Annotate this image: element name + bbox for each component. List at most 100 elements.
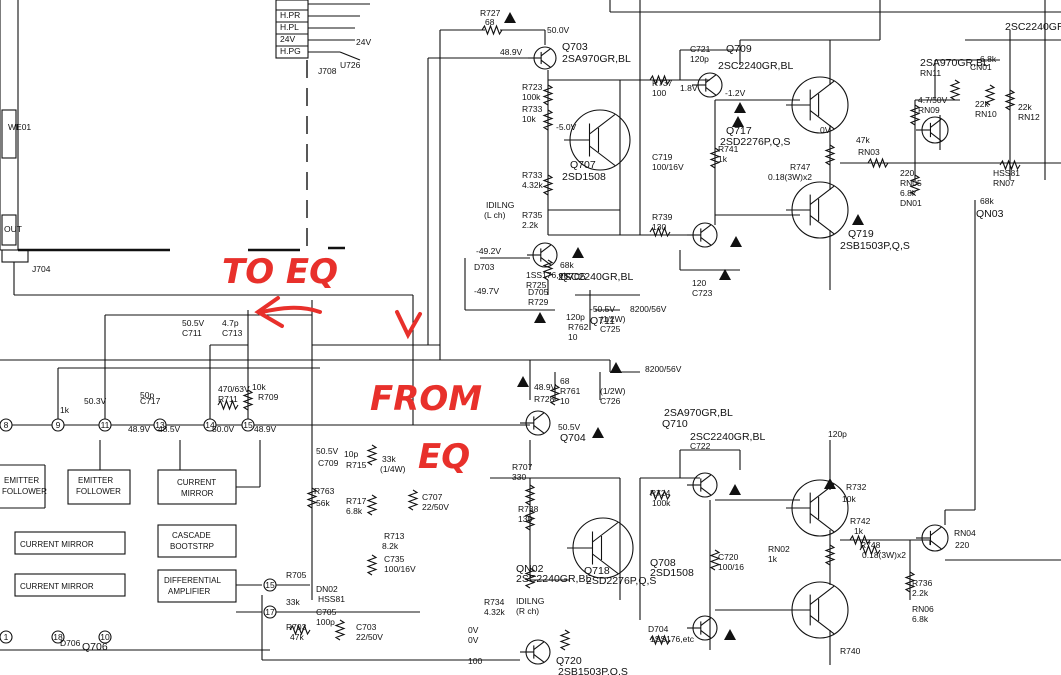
warning-triangle-icon: [734, 102, 746, 113]
label-67: RN11: [920, 68, 941, 78]
resistor-0: [481, 24, 503, 36]
label-150: RN02: [768, 544, 790, 554]
label-0: J708: [318, 66, 337, 76]
transistor-6: [687, 222, 718, 248]
transistor-2: [692, 72, 723, 98]
label-51: Q705: [560, 271, 586, 283]
block-emitter-follower-1-l2: FOLLOWER: [2, 487, 47, 496]
ic-pin-17: 17: [263, 605, 277, 619]
label-179: 1SS176,etc: [650, 634, 695, 644]
warning-triangles: [504, 12, 864, 640]
resistor-24: [524, 484, 536, 506]
warning-triangle-icon: [732, 116, 744, 127]
label-90: C713: [222, 328, 243, 338]
annotation-eq: EQ: [418, 437, 470, 477]
label-98: 50.3V: [84, 396, 107, 406]
svg-text:15: 15: [243, 420, 253, 430]
transistor-12: [786, 581, 849, 639]
label-70: 4.7/50V: [918, 95, 948, 105]
label-35: 0.18(3W)x2: [768, 172, 812, 182]
connector-pin-3: H.PG: [280, 46, 301, 56]
label-164: RN06: [912, 604, 934, 614]
resistor-34: [334, 619, 346, 641]
label-102: 48.9V: [254, 424, 277, 434]
label-141: 10k: [842, 494, 856, 504]
label-18: Q709: [726, 43, 752, 55]
label-173: 47k: [290, 632, 304, 642]
resistor-3: [542, 174, 554, 196]
label-103: 48.9V: [534, 382, 557, 392]
label-32: R741: [718, 144, 739, 154]
label-49: R725: [526, 280, 547, 290]
resistor-18: [366, 444, 378, 466]
label-133: 100/16V: [384, 564, 416, 574]
label-106: R761: [560, 386, 581, 396]
label-167: HSS81: [318, 594, 345, 604]
label-63: 8200/56V: [630, 304, 667, 314]
label-64: -50.5V: [590, 304, 615, 314]
label-23: -1.2V: [725, 88, 746, 98]
label-92: C717: [140, 396, 161, 406]
label-151: 1k: [768, 554, 778, 564]
label-42: R739: [652, 212, 673, 222]
resistor-33: [649, 634, 671, 646]
resistor-symbols: [217, 24, 1021, 651]
label-176: 0V: [468, 625, 479, 635]
label-2: U726: [340, 60, 361, 70]
label-59: R762: [568, 322, 589, 332]
label-36: R733: [522, 170, 543, 180]
label-145: 2SD1508: [650, 567, 694, 579]
label-14: R733: [522, 104, 543, 114]
resistor-15: [984, 84, 996, 106]
label-45: 2SB1503P,Q,S: [840, 240, 910, 252]
label-121: R715: [346, 460, 367, 470]
label-81: DN01: [900, 198, 922, 208]
label-4: OUT: [4, 224, 22, 234]
label-43: 130: [652, 222, 666, 232]
label-127: 56k: [316, 498, 330, 508]
label-130: R713: [384, 531, 405, 541]
label-165: 6.8k: [912, 614, 929, 624]
resistor-31: [904, 571, 916, 593]
label-166: DN02: [316, 584, 338, 594]
label-146: C720: [718, 552, 739, 562]
label-142: Q718: [584, 565, 610, 577]
label-180: R740: [840, 646, 861, 656]
label-50: 68k: [560, 260, 574, 270]
label-83: RN07: [993, 178, 1015, 188]
label-65: Q711: [590, 315, 615, 327]
svg-text:1: 1: [4, 632, 9, 642]
block-current-mirror-3: CURRENT MIRROR: [20, 582, 94, 591]
svg-text:10: 10: [100, 632, 110, 642]
label-116: C722: [690, 441, 711, 451]
label-12: R723: [522, 82, 543, 92]
annotation-to-eq: TO EQ: [222, 252, 338, 292]
label-161: (R ch): [516, 606, 539, 616]
label-112: Q704: [560, 432, 586, 444]
label-30: 2SD2276P,Q,S: [720, 136, 790, 148]
transistor-15: [687, 615, 718, 641]
label-38: IDILNG: [486, 200, 514, 210]
label-108: (1/2W): [600, 386, 626, 396]
connector-pin-2: 24V: [280, 34, 295, 44]
resistor-29: [824, 544, 836, 566]
label-56: 120: [692, 278, 706, 288]
resistor-25: [524, 509, 536, 531]
label-123: (1/4W): [380, 464, 406, 474]
resistor-14: [949, 79, 961, 101]
red-arrow-left-head: [254, 296, 284, 328]
transistor-3: [786, 76, 849, 134]
label-94: R711: [218, 394, 238, 404]
label-147: 100/16: [718, 562, 744, 572]
label-73: RN10: [975, 109, 997, 119]
resistor-10: [909, 104, 921, 126]
label-61: (1/2W): [600, 314, 626, 324]
ic-pin-13: 13: [153, 418, 167, 432]
resistor-19: [407, 489, 419, 511]
label-140: R732: [846, 482, 867, 492]
label-168: C705: [316, 607, 337, 617]
warning-triangle-icon: [724, 629, 736, 640]
